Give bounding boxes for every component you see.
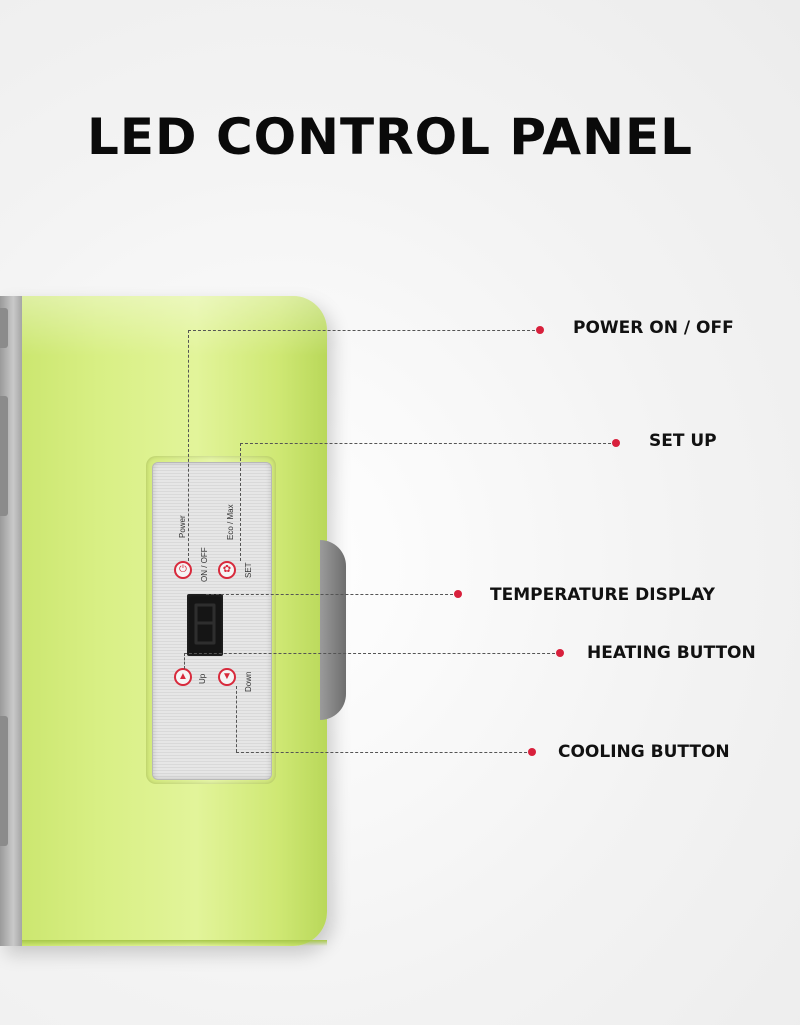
cooling-callout-line xyxy=(236,686,237,752)
set-button[interactable]: ✿ xyxy=(218,561,236,579)
display-callout-label: TEMPERATURE DISPLAY xyxy=(490,585,715,605)
handle-rail xyxy=(0,296,22,946)
down-label: Down xyxy=(244,671,253,692)
up-arrow-icon: ▲ xyxy=(178,671,188,682)
setup-callout-line xyxy=(240,443,616,444)
handle-notch xyxy=(0,396,8,516)
power-callout-label: POWER ON / OFF xyxy=(573,318,734,338)
up-button[interactable]: ▲ xyxy=(174,668,192,686)
handle-notch xyxy=(0,716,8,846)
power-button[interactable]: ⏻ xyxy=(174,561,192,579)
seven-segment-digits xyxy=(194,603,216,645)
page-title: LED CONTROL PANEL xyxy=(87,108,693,166)
up-label: Up xyxy=(198,673,207,684)
flower-icon: ✿ xyxy=(222,564,232,575)
power-icon: ⏻ xyxy=(179,564,187,575)
setup-callout-label: SET UP xyxy=(649,431,717,451)
eco-max-label: Eco / Max xyxy=(226,504,235,540)
heating-callout-line xyxy=(184,653,560,654)
display-callout-dot xyxy=(454,590,462,598)
cooling-callout-line xyxy=(236,752,532,753)
power-callout-dot xyxy=(536,326,544,334)
cooling-callout-dot xyxy=(528,748,536,756)
display-callout-line xyxy=(206,594,458,595)
side-knob xyxy=(320,540,346,720)
down-arrow-icon: ▼ xyxy=(222,671,232,682)
power-callout-line xyxy=(188,330,189,561)
setup-callout-dot xyxy=(612,439,620,447)
heating-callout-dot xyxy=(556,649,564,657)
down-button[interactable]: ▼ xyxy=(218,668,236,686)
handle-notch xyxy=(0,308,8,348)
cooling-callout-label: COOLING BUTTON xyxy=(558,742,730,762)
on-off-label: ON / OFF xyxy=(200,547,209,582)
device-highlight xyxy=(0,296,327,356)
setup-callout-line xyxy=(240,443,241,561)
power-label: Power xyxy=(178,515,187,538)
device-bottom-edge xyxy=(0,940,327,946)
heating-callout-label: HEATING BUTTON xyxy=(587,643,756,663)
control-panel xyxy=(152,462,272,780)
temperature-display: 88 xyxy=(187,594,223,656)
set-label: SET xyxy=(244,562,253,578)
heating-callout-line xyxy=(184,653,185,669)
power-callout-line xyxy=(188,330,540,331)
